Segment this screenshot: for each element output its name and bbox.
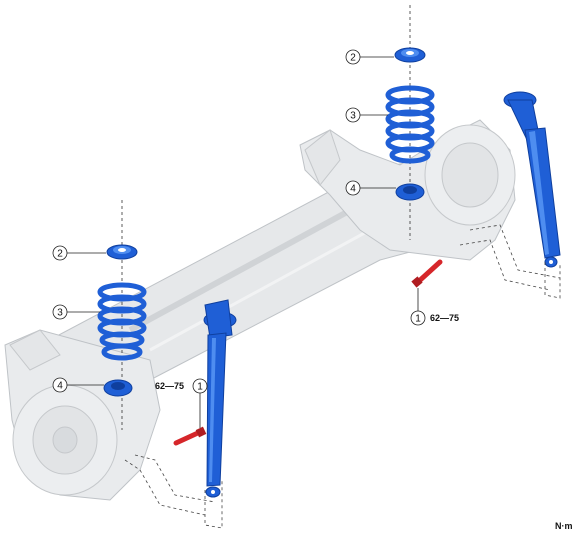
torque-spec-right: 62—75 <box>430 313 459 323</box>
torque-unit-label: N·m <box>555 521 573 531</box>
callout-2-left: 2 <box>52 245 106 261</box>
callout-1-right: 1 62—75 <box>410 288 459 326</box>
svg-text:4: 4 <box>350 184 356 195</box>
coil-spring-right <box>385 85 435 164</box>
upper-spring-seat-right <box>394 47 426 63</box>
svg-text:3: 3 <box>57 308 63 319</box>
shock-absorber-left <box>203 299 237 498</box>
svg-text:2: 2 <box>350 53 356 64</box>
upper-spring-seat-left <box>106 244 138 260</box>
callout-3-left: 3 <box>52 304 100 320</box>
bolt-right <box>411 259 443 288</box>
callout-3-right: 3 <box>345 107 388 123</box>
bolt-left <box>173 426 207 446</box>
callout-4-right: 4 <box>345 180 396 196</box>
svg-text:2: 2 <box>57 249 63 260</box>
coil-spring-left <box>97 282 147 361</box>
mount-bracket-left <box>124 454 223 529</box>
lower-spring-seat-right <box>395 183 425 201</box>
callout-1-left: 1 62—75 <box>155 378 208 428</box>
shock-absorber-right <box>503 91 561 268</box>
mount-bracket-right <box>459 224 561 299</box>
lower-spring-seat-left <box>103 379 133 397</box>
assembly-centerlines <box>121 5 411 430</box>
svg-text:3: 3 <box>350 111 356 122</box>
svg-text:1: 1 <box>415 314 421 325</box>
left-knuckle <box>4 329 161 501</box>
callout-4-left: 4 <box>52 377 104 393</box>
callout-2-right: 2 <box>345 49 394 65</box>
svg-text:4: 4 <box>57 381 63 392</box>
torque-spec-left: 62—75 <box>155 381 184 391</box>
svg-text:1: 1 <box>197 382 203 393</box>
